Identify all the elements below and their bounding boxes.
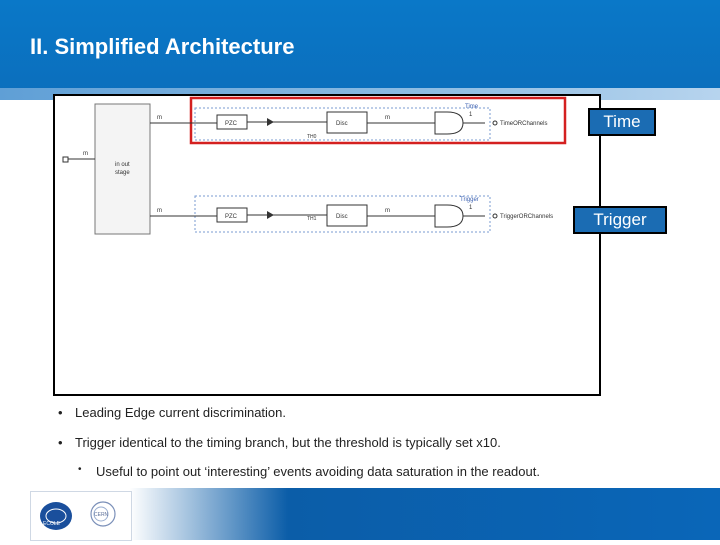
school-logo xyxy=(40,502,72,530)
input-stage-block xyxy=(94,103,151,235)
time-signal-label-2: m xyxy=(385,115,390,121)
architecture-diagram: in out stage m m PZC Disc TH0 m Time 1 T… xyxy=(53,94,601,396)
time-callout: Time xyxy=(588,108,656,136)
school-logo-text: ECOLE xyxy=(43,521,61,527)
diagram-svg: in out stage m m PZC Disc TH0 m Time 1 T… xyxy=(62,96,567,235)
time-signal-label-1: m xyxy=(157,115,162,121)
footer-logos: ECOLE CERN xyxy=(30,491,132,541)
time-branch-highlight xyxy=(189,96,567,145)
sub-bullet-text: Useful to point out ‘interesting’ events… xyxy=(96,464,540,479)
cern-logo xyxy=(90,501,116,527)
cern-logo-text: CERN xyxy=(94,512,109,518)
time-or-gate xyxy=(434,111,464,135)
logo-graphic: ECOLE CERN xyxy=(40,501,116,530)
trigger-output-label: TriggerORChannels xyxy=(500,214,553,220)
input-stage-label-1: in out xyxy=(115,162,130,168)
trigger-arrow-1 xyxy=(267,211,274,219)
trigger-box-num: 1 xyxy=(469,205,473,211)
time-box-num: 1 xyxy=(469,112,473,118)
trigger-threshold-label: TH1 xyxy=(307,216,317,222)
time-branch-box xyxy=(194,107,491,141)
input-port xyxy=(62,156,69,163)
time-arrow-1 xyxy=(267,118,274,126)
trigger-or-gate xyxy=(434,204,464,228)
trigger-branch-box xyxy=(194,195,491,233)
bullet-text: Leading Edge current discrimination. xyxy=(75,405,287,420)
trigger-pzc-label: PZC xyxy=(225,214,238,220)
time-box-label: Time xyxy=(465,104,479,110)
trigger-callout: Trigger xyxy=(573,206,667,234)
input-stage-label-2: stage xyxy=(115,170,130,176)
input-signal-label: m xyxy=(83,151,88,157)
time-output-port xyxy=(492,120,498,126)
trigger-disc-label: Disc xyxy=(336,214,348,220)
time-pzc-label: PZC xyxy=(225,121,238,127)
time-output-label: TimeORChannels xyxy=(500,121,547,127)
time-disc-label: Disc xyxy=(336,121,348,127)
bullet-text: Trigger identical to the timing branch, … xyxy=(75,435,501,450)
trigger-signal-label-1: m xyxy=(157,208,162,214)
slide-header xyxy=(0,0,720,90)
time-threshold-label: TH0 xyxy=(307,134,317,140)
trigger-box-label: Trigger xyxy=(460,197,479,203)
slide-title: II. Simplified Architecture xyxy=(30,34,295,59)
trigger-output-port xyxy=(492,213,498,219)
trigger-signal-label-2: m xyxy=(385,208,390,214)
